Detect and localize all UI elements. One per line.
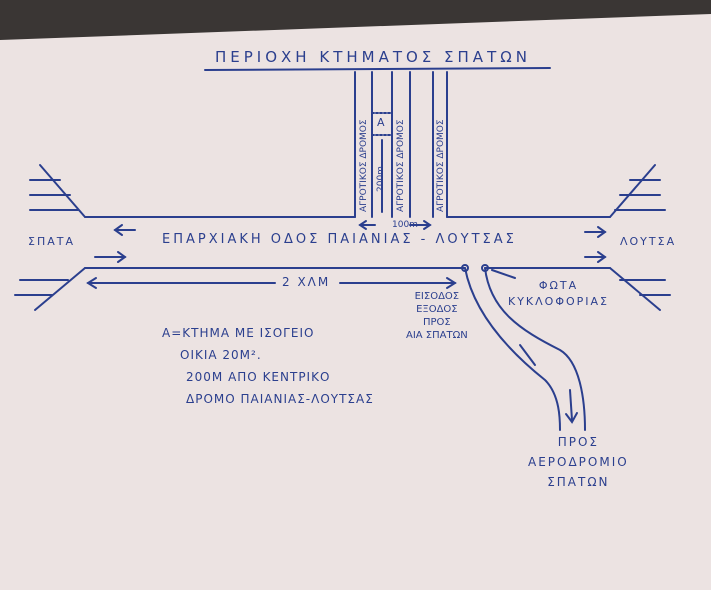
road-spacing: 100m <box>392 220 418 230</box>
town-right: ΛΟΥΤΣΑ <box>620 235 677 248</box>
farm-road-label: ΑΓΡΟΤΙΚΟΣ ΔΡΟΜΟΣ <box>359 119 369 212</box>
legend: Α=ΚΤΗΜΑ ΜΕ ΙΣΟΓΕΙΟ ΟΙΚΙΑ 20Μ². 200Μ ΑΠΟ … <box>162 322 374 410</box>
entrance-line: ΕΞΟΔΟΣ <box>416 304 458 315</box>
entrance-line: ΕΙΣΟΔΟΣ <box>414 291 460 302</box>
farm-road-label: ΑΓΡΟΤΙΚΟΣ ΔΡΟΜΟΣ <box>436 119 446 212</box>
main-road-label: ΕΠΑΡΧΙΑΚΗ ΟΔΟΣ ΠΑΙΑΝΙΑΣ - ΛΟΥΤΣΑΣ <box>162 232 517 247</box>
airport-line: ΑΕΡΟΔΡΟΜΙΟ <box>528 455 629 469</box>
entrance-line: ΠΡΟΣ <box>422 317 451 328</box>
airport-line: ΠΡΟΣ <box>557 435 599 449</box>
lights-line: ΚΥΚΛΟΦΟΡΙΑΣ <box>508 295 609 308</box>
plot-marker: A <box>377 116 387 129</box>
legend-line: ΟΙΚΙΑ 20Μ². <box>180 348 262 362</box>
map-title: ΠΕΡΙΟΧΗ ΚΤΗΜΑΤΟΣ ΣΠΑΤΩΝ <box>215 48 531 66</box>
entrance-label: ΕΙΣΟΔΟΣ ΕΞΟΔΟΣ ΠΡΟΣ ΑΙΑ ΣΠΑΤΩΝ <box>406 290 468 342</box>
legend-line: 200Μ ΑΠΟ ΚΕΝΤΡΙΚΟ <box>186 370 331 384</box>
farm-road-label: ΑΓΡΟΤΙΚΟΣ ΔΡΟΜΟΣ <box>396 119 406 212</box>
main-distance: 2 ΧΛΜ <box>282 275 331 289</box>
traffic-lights-label: ΦΩΤΑ ΚΥΚΛΟΦΟΡΙΑΣ <box>508 278 609 310</box>
lights-line: ΦΩΤΑ <box>538 279 579 292</box>
plot-distance: 200m <box>376 166 386 192</box>
airport-label: ΠΡΟΣ ΑΕΡΟΔΡΟΜΙΟ ΣΠΑΤΩΝ <box>528 432 629 492</box>
airport-line: ΣΠΑΤΩΝ <box>547 475 610 489</box>
entrance-line: ΑΙΑ ΣΠΑΤΩΝ <box>406 330 468 341</box>
legend-line: Α=ΚΤΗΜΑ ΜΕ ΙΣΟΓΕΙΟ <box>162 326 315 340</box>
town-left: ΣΠΑΤΑ <box>28 235 75 248</box>
legend-line: ΔΡΟΜΟ ΠΑΙΑΝΙΑΣ-ΛΟΥΤΣΑΣ <box>186 392 374 406</box>
